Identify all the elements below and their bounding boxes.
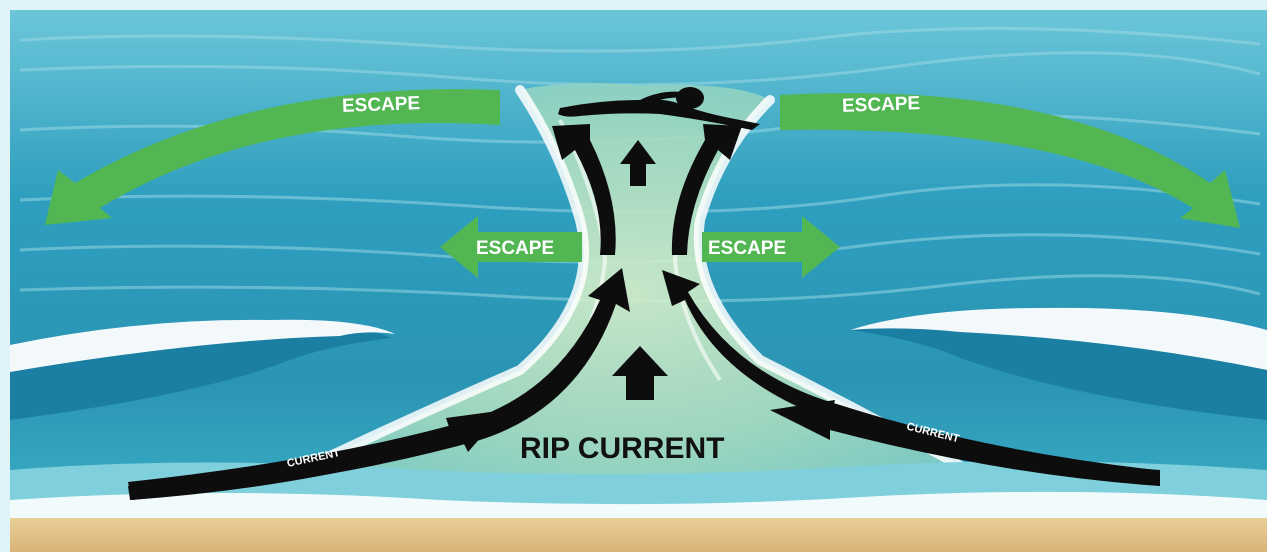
beach-sand xyxy=(10,518,1267,552)
escape-label-mid-right: ESCAPE xyxy=(708,238,786,259)
escape-label-top-right: ESCAPE xyxy=(842,93,921,117)
escape-label-mid-left: ESCAPE xyxy=(476,238,554,259)
escape-label-top-left: ESCAPE xyxy=(342,93,421,117)
rip-current-label: RIP CURRENT xyxy=(520,432,724,465)
